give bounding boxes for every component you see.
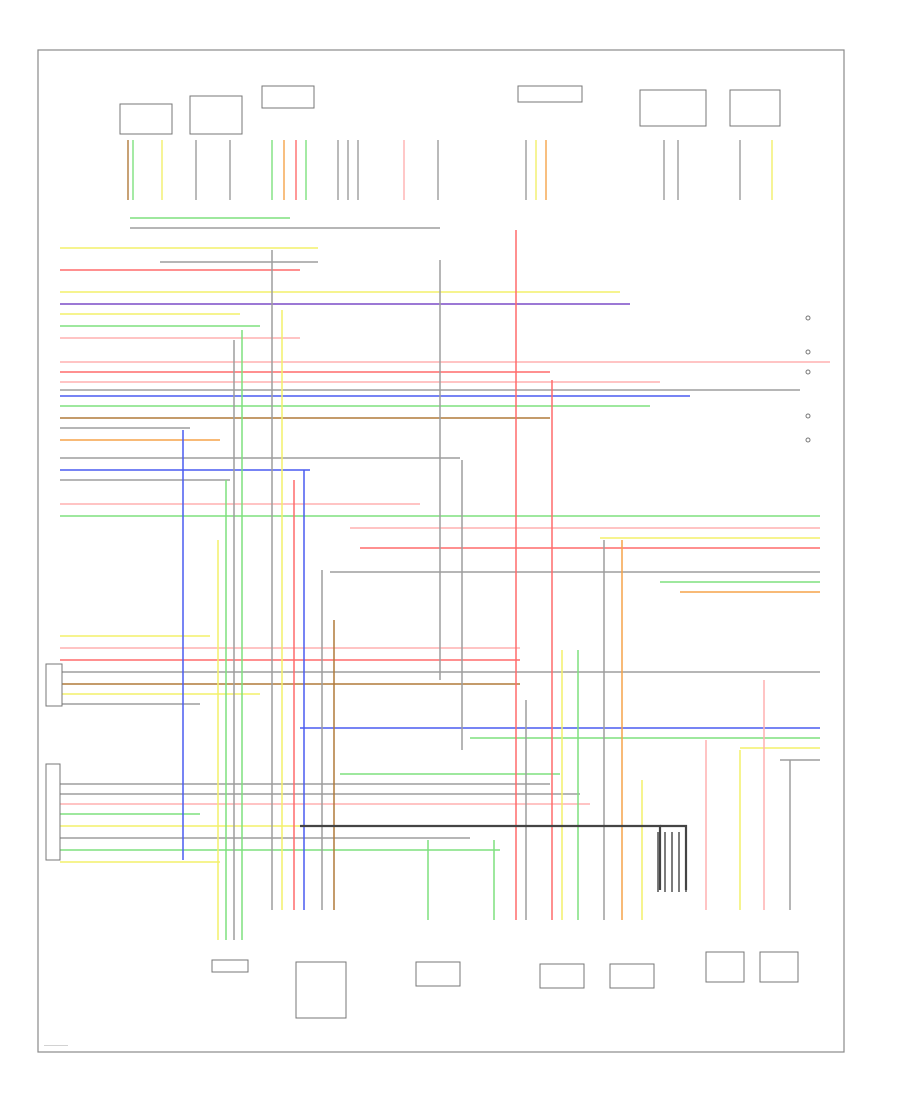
- bottom-component-1-box: [415, 961, 461, 987]
- wire-layer: [60, 140, 830, 940]
- bottom-component-4-box: [705, 951, 745, 983]
- switch-contact-5: [805, 437, 811, 443]
- top-component-5-box: [639, 89, 707, 127]
- top-component-3-box: [261, 85, 315, 109]
- wire-100: [660, 824, 688, 890]
- bottom-component-6-box: [295, 961, 347, 1019]
- bottom-component-7-box: [211, 959, 249, 973]
- switch-contact-2: [805, 349, 811, 355]
- top-component-2-box: [189, 95, 243, 135]
- left-connector-1-box: [45, 663, 63, 707]
- component-layer: [45, 85, 811, 1019]
- switch-contact-4: [805, 413, 811, 419]
- footer-code: ————: [44, 1043, 68, 1049]
- wire-99: [300, 824, 662, 890]
- top-component-4-box: [517, 85, 583, 103]
- diagram-border: [37, 49, 845, 1053]
- switch-contact-1: [805, 315, 811, 321]
- top-component-6-box: [729, 89, 781, 127]
- switch-contact-3: [805, 369, 811, 375]
- top-component-1-box: [119, 103, 173, 135]
- bottom-component-5-box: [759, 951, 799, 983]
- bottom-component-2-box: [539, 963, 585, 989]
- left-connector-2-box: [45, 763, 61, 861]
- bottom-component-3-box: [609, 963, 655, 989]
